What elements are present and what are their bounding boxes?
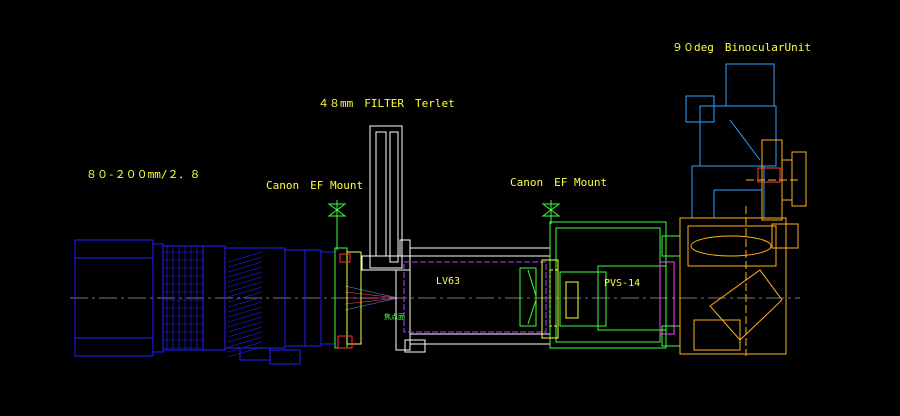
binocular-unit-label: ９０deg BinocularUnit: [672, 41, 811, 54]
left-mount-marker: [327, 200, 347, 220]
pvs14-label: PVS-14: [604, 278, 641, 289]
left-ef-mount: [334, 218, 362, 349]
right-mount-marker: [541, 200, 561, 220]
lens-zoom-ring: [163, 246, 203, 350]
right-ef-mount-label: Canon EF Mount: [510, 176, 608, 189]
lens-focus-ring: [227, 251, 263, 358]
lv63-body: [403, 247, 551, 345]
pvs14-body: [549, 261, 675, 335]
left-ef-mount-label: Canon EF Mount: [266, 179, 364, 192]
lv63-label: LV63: [436, 276, 461, 287]
light-rays: [344, 285, 399, 311]
binocular-unit-prism: [679, 179, 800, 356]
focal-plane-label: 焦点面: [384, 313, 405, 321]
binocular-focus-knob: [757, 139, 807, 221]
zoom-lens-body: [74, 239, 336, 365]
filter-terlet-label: ４８mm FILTER Terlet: [318, 97, 455, 110]
zoom-lens-label: ８０-２００mm/２．８: [86, 168, 201, 181]
